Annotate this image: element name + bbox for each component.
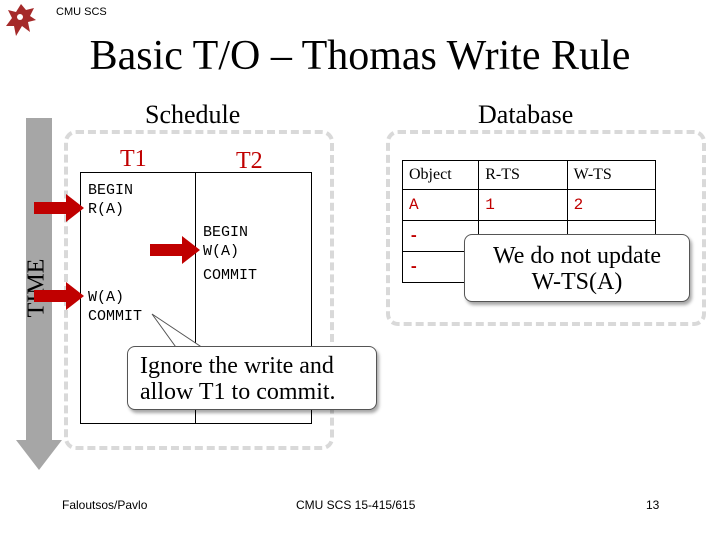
t1-op-commit: COMMIT bbox=[88, 308, 143, 325]
footer-course: CMU SCS 15-415/615 bbox=[296, 498, 416, 512]
t2-op-write: W(A) bbox=[203, 243, 240, 260]
callout-no-update: We do not update W-TS(A) bbox=[464, 234, 690, 302]
slide-title: Basic T/O – Thomas Write Rule bbox=[89, 33, 631, 79]
step-arrow-icon bbox=[150, 236, 200, 264]
footer-authors: Faloutsos/Pavlo bbox=[62, 498, 148, 512]
callout-ignore-write: Ignore the write and allow T1 to commit. bbox=[127, 346, 377, 410]
t1-op-read: R(A) bbox=[88, 201, 125, 218]
column-header: W-TS bbox=[566, 160, 657, 190]
table-cell: A bbox=[401, 189, 480, 221]
callout-line: allow T1 to commit. bbox=[140, 379, 336, 405]
table-row: A 1 2 bbox=[401, 189, 657, 221]
callout-line: W-TS(A) bbox=[531, 269, 623, 295]
database-panel bbox=[386, 130, 706, 326]
t2-op-begin: BEGIN bbox=[203, 224, 249, 241]
t1-header: T1 bbox=[120, 146, 147, 172]
column-header: Object bbox=[401, 160, 480, 190]
step-arrow-icon bbox=[34, 194, 84, 222]
page-number: 13 bbox=[646, 498, 660, 512]
step-arrow-icon bbox=[34, 282, 84, 310]
t1-op-write: W(A) bbox=[88, 289, 125, 306]
database-label: Database bbox=[478, 100, 574, 129]
schedule-column-divider bbox=[195, 172, 196, 424]
t1-op-begin: BEGIN bbox=[88, 182, 134, 199]
table-cell: 1 bbox=[478, 189, 568, 221]
callout-line: We do not update bbox=[492, 243, 662, 269]
header-org: CMU SCS bbox=[56, 6, 107, 18]
callout-line: Ignore the write and bbox=[140, 353, 334, 379]
schedule-label: Schedule bbox=[145, 100, 241, 129]
cmu-griffin-logo-icon bbox=[6, 4, 36, 36]
t2-op-commit: COMMIT bbox=[203, 267, 258, 284]
t2-header: T2 bbox=[236, 148, 263, 174]
table-header-row: Object R-TS W-TS bbox=[401, 160, 657, 190]
column-header: R-TS bbox=[478, 160, 568, 190]
table-cell: 2 bbox=[566, 189, 657, 221]
